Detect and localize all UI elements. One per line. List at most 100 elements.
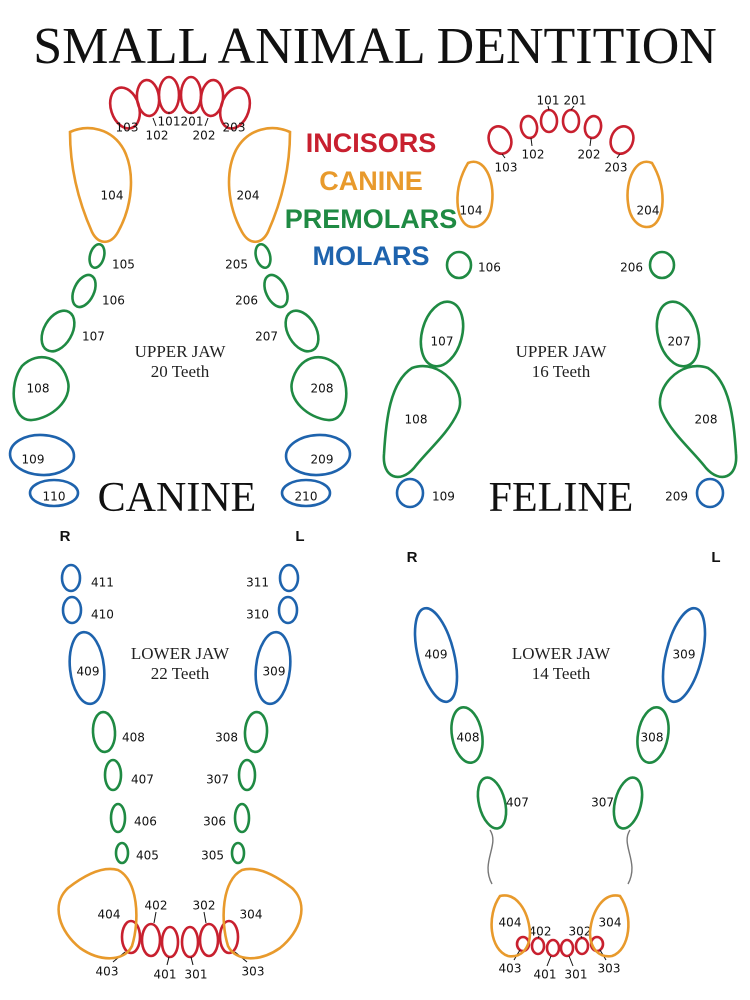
feline-upper-tooth-202 — [583, 114, 603, 140]
canine-lower-tooth-304 — [222, 867, 303, 960]
feline-lower-leader-401 — [546, 955, 552, 967]
canine-lower-tooth-label-310: 310 — [246, 608, 269, 622]
canine-lower-tooth-label-311: 311 — [246, 576, 269, 590]
feline-upper-tooth-label-106: 106 — [478, 261, 501, 275]
feline-upper-leader-101 — [547, 105, 550, 111]
feline-lower-tooth-label-307: 307 — [591, 796, 614, 810]
legend-molars: MOLARS — [313, 241, 430, 271]
canine-upper-tooth-201 — [179, 75, 203, 115]
canine-upper-jaw-count: 20 Teeth — [151, 362, 210, 381]
feline-lower-tooth-label-403: 403 — [499, 962, 522, 976]
feline-upper-tooth-label-102: 102 — [522, 148, 545, 162]
feline-lower-tooth-label-302: 302 — [569, 925, 592, 939]
feline-upper-tooth-label-104: 104 — [460, 204, 483, 218]
canine-lower-tooth-label-308: 308 — [215, 731, 238, 745]
canine-species-label: CANINE — [98, 475, 257, 521]
feline-lower-jaw-label: LOWER JAW — [512, 644, 611, 663]
canine-lower-tooth-411 — [60, 563, 82, 593]
canine-lower-tooth-label-305: 305 — [201, 849, 224, 863]
feline-upper-tooth-209 — [695, 477, 725, 509]
canine-lower-leader-402 — [153, 911, 157, 924]
canine-lower-tooth-403 — [120, 919, 142, 955]
feline-upper-tooth-label-208: 208 — [695, 413, 718, 427]
canine-upper-tooth-206 — [263, 273, 289, 309]
feline-upper-tooth-label-201: 201 — [564, 94, 587, 108]
canine-lower-tooth-309 — [254, 630, 292, 706]
canine-lower-tooth-label-403: 403 — [96, 965, 119, 979]
feline-lower-tooth-label-409: 409 — [425, 648, 448, 662]
feline-upper-tooth-208 — [658, 364, 738, 479]
canine-lower-tooth-label-301: 301 — [185, 968, 208, 982]
canine-upper-tooth-label-105: 105 — [112, 258, 135, 272]
canine-upper-tooth-label-205: 205 — [225, 258, 248, 272]
feline-lower-tooth-401 — [545, 938, 561, 958]
canine-lower-tooth-410 — [61, 595, 83, 625]
feline-lower-tooth-label-304: 304 — [599, 916, 622, 930]
feline-upper-tooth-108 — [382, 364, 462, 479]
feline-jaw-gap-right — [487, 829, 494, 885]
canine-lower-leader-302 — [203, 911, 207, 924]
feline-upper-tooth-204 — [626, 160, 664, 229]
canine-lower-tooth-label-303: 303 — [242, 965, 265, 979]
canine-upper-tooth-label-106: 106 — [102, 294, 125, 308]
canine-upper-tooth-label-204: 204 — [237, 189, 260, 203]
canine-lower-tooth-label-304: 304 — [240, 908, 263, 922]
feline-upper-tooth-206 — [648, 250, 676, 280]
page-title: SMALL ANIMAL DENTITION — [33, 18, 717, 75]
canine-lower-tooth-310 — [277, 595, 299, 625]
canine-upper-tooth-label-206: 206 — [235, 294, 258, 308]
canine-lower-tooth-label-306: 306 — [203, 815, 226, 829]
canine-left-side-marker: L — [295, 528, 304, 545]
feline-lower-leader-301 — [568, 955, 574, 967]
feline-lower-tooth-304 — [588, 894, 630, 958]
canine-lower-jaw-count: 22 Teeth — [151, 664, 210, 683]
feline-upper-tooth-104 — [456, 160, 494, 229]
canine-upper-tooth-101 — [157, 75, 181, 115]
feline-lower-leader-402 — [537, 935, 540, 939]
feline-lower-tooth-label-407: 407 — [506, 796, 529, 810]
canine-lower-tooth-label-411: 411 — [91, 576, 114, 590]
canine-upper-tooth-108 — [12, 355, 70, 422]
canine-lower-tooth-405 — [114, 841, 130, 865]
feline-upper-tooth-label-107: 107 — [431, 335, 454, 349]
canine-lower-tooth-label-410: 410 — [91, 608, 114, 622]
feline-upper-tooth-label-103: 103 — [495, 161, 518, 175]
canine-lower-tooth-407 — [103, 758, 123, 792]
feline-jaw-gap-left — [626, 829, 633, 885]
feline-lower-tooth-label-404: 404 — [499, 916, 522, 930]
feline-lower-tooth-402 — [530, 936, 546, 956]
feline-upper-tooth-label-209: 209 — [665, 490, 688, 504]
feline-upper-tooth-103 — [487, 125, 513, 155]
feline-upper-jaw-label: UPPER JAW — [516, 342, 608, 361]
feline-lower-tooth-302 — [574, 936, 590, 956]
canine-upper-tooth-label-208: 208 — [311, 382, 334, 396]
feline-lower-jaw-count: 14 Teeth — [532, 664, 591, 683]
feline-upper-jaw-count: 16 Teeth — [532, 362, 591, 381]
feline-upper-tooth-106 — [445, 250, 473, 280]
canine-upper-tooth-104 — [68, 126, 133, 244]
canine-lower-tooth-label-409: 409 — [77, 665, 100, 679]
canine-upper-leader-102 — [152, 117, 157, 127]
canine-lower-tooth-label-408: 408 — [122, 731, 145, 745]
canine-lower-tooth-409 — [68, 630, 106, 706]
feline-upper-tooth-101 — [539, 108, 559, 134]
canine-upper-tooth-label-108: 108 — [27, 382, 50, 396]
canine-upper-tooth-107 — [40, 309, 76, 353]
canine-lower-tooth-308 — [243, 710, 269, 754]
feline-lower-tooth-label-408: 408 — [457, 731, 480, 745]
canine-lower-tooth-402 — [140, 922, 162, 958]
feline-lower-tooth-404 — [490, 894, 532, 958]
feline-right-side-marker: R — [407, 549, 418, 566]
feline-upper-tooth-102 — [519, 114, 539, 140]
canine-lower-tooth-label-307: 307 — [206, 773, 229, 787]
feline-upper-tooth-201 — [561, 108, 581, 134]
canine-lower-tooth-302 — [198, 922, 220, 958]
canine-upper-tooth-204 — [227, 126, 292, 244]
canine-upper-tooth-103 — [108, 86, 142, 130]
canine-lower-tooth-label-404: 404 — [98, 908, 121, 922]
canine-upper-tooth-label-101: 101 — [158, 115, 181, 129]
feline-lower-tooth-307 — [612, 776, 644, 830]
feline-lower-tooth-label-402: 402 — [529, 925, 552, 939]
canine-upper-tooth-208 — [290, 355, 348, 422]
